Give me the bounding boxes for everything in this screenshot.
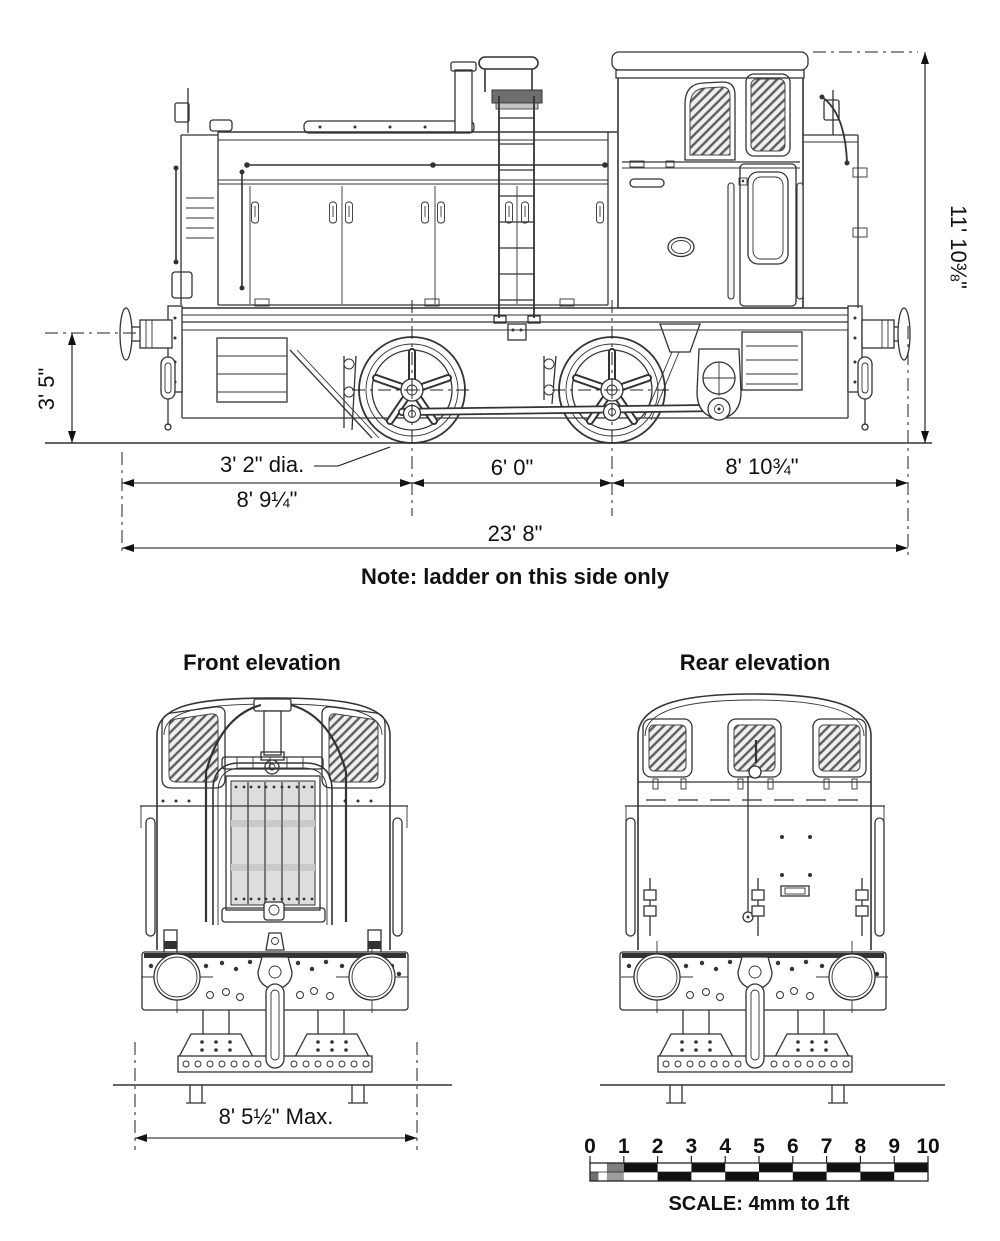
radiator-filler	[253, 698, 292, 775]
rear-panel-bolts	[780, 835, 812, 877]
window-hinge-tabs	[652, 778, 858, 790]
cab-window-front-glass	[689, 86, 731, 156]
rear-undergear	[657, 1010, 853, 1104]
ladder	[491, 89, 543, 324]
cab-door	[738, 163, 797, 307]
dim-front-length-label: 8' 9¼"	[237, 487, 298, 512]
cab-grab-rail-right	[796, 182, 804, 300]
brake-hanger-1	[343, 355, 357, 431]
maker-emblem	[667, 236, 695, 258]
scale-tick-3: 3	[686, 1135, 698, 1158]
uncoupling-rod	[742, 776, 754, 923]
rear-side-handrail-left	[625, 817, 636, 937]
worksplate	[629, 178, 665, 188]
cab-window-rear-frame	[745, 73, 791, 157]
side-hood	[171, 56, 617, 324]
dim-wheelbase-label: 6' 0"	[491, 455, 534, 480]
dim-wheel-dia-label: 3' 2" dia.	[220, 452, 304, 477]
side-elevation: 11' 10⅜" 3' 5" 3' 2" dia. 6' 0"	[34, 51, 971, 589]
filler-cap	[209, 119, 233, 132]
rear-plate	[780, 885, 810, 897]
dim-height-label: 11' 10⅜"	[946, 205, 971, 289]
jackshaft	[696, 348, 742, 421]
side-underframe	[119, 305, 911, 439]
scale-bar-bands	[589, 1162, 929, 1182]
battery-box	[741, 331, 803, 391]
rear-coupling-hook	[737, 956, 773, 1069]
rear-window-left-glass	[648, 724, 687, 772]
scale-tick-6: 6	[787, 1135, 799, 1158]
front-side-handrail-right	[392, 817, 403, 937]
scale-tick-4: 4	[719, 1135, 731, 1158]
rear-buffer	[897, 307, 911, 361]
scale-bar: 0 1 2 3 4 5 6 7 8 9 10	[584, 1135, 940, 1215]
rear-window-center-glass	[733, 724, 776, 772]
front-window-left-frame	[161, 706, 226, 789]
radiator-grille	[221, 775, 326, 923]
window-latch	[748, 765, 762, 779]
scale-tick-marks	[589, 1156, 929, 1163]
dim-buffer-height-label: 3' 5"	[34, 368, 59, 411]
scale-caption: SCALE: 4mm to 1ft	[668, 1193, 849, 1215]
scale-tick-10: 10	[916, 1135, 939, 1158]
rear-side-handrail-right	[874, 817, 885, 937]
dim-rear-length-label: 8' 10¾"	[725, 454, 798, 479]
front-width-dimension: 8' 5½" Max.	[134, 1042, 418, 1150]
cab-grab-rail-left	[727, 182, 735, 300]
scale-tick-9: 9	[888, 1135, 900, 1158]
rear-coupling	[857, 356, 873, 431]
scale-tick-0: 0	[584, 1135, 596, 1158]
brake-hanger-2	[543, 355, 557, 405]
cab-roof	[611, 51, 809, 71]
side-cab	[611, 51, 868, 309]
front-side-handrail-left	[145, 817, 156, 937]
rear-window-right-frame	[812, 718, 867, 778]
front-elevation: Front elevation	[113, 650, 452, 1150]
dim-width-label: 8' 5½" Max.	[219, 1104, 334, 1129]
scale-tick-8: 8	[855, 1135, 867, 1158]
side-steps	[216, 337, 380, 439]
silencer	[450, 56, 539, 133]
rear-buffer-right	[816, 941, 888, 1013]
front-elevation-title: Front elevation	[183, 650, 341, 675]
cab-window-rear-glass	[750, 78, 786, 152]
bonnet-rail-left	[204, 703, 262, 922]
hood-roof-strip	[303, 120, 475, 134]
side-dimensions: 11' 10⅜" 3' 5" 3' 2" dia. 6' 0"	[34, 51, 971, 589]
rear-buffer-left	[621, 941, 693, 1013]
front-bonnet	[212, 756, 333, 925]
front-coupling-hook	[257, 956, 293, 1069]
front-lamp	[171, 271, 193, 299]
scale-tick-2: 2	[652, 1135, 664, 1158]
front-buffer-left	[141, 941, 213, 1013]
scale-tick-1: 1	[618, 1135, 630, 1158]
cab-window-front-frame	[684, 81, 736, 161]
door-handles	[251, 201, 604, 224]
rear-hood	[803, 90, 868, 308]
side-wheels	[358, 336, 742, 444]
rear-window-left-frame	[642, 718, 693, 778]
bonnet-rail-right	[290, 703, 348, 922]
front-window-left-glass	[168, 713, 219, 783]
ladder-note: Note: ladder on this side only	[361, 564, 670, 589]
dim-total-length-label: 23' 8"	[488, 521, 543, 546]
rear-elevation: Rear elevation	[600, 650, 945, 1104]
front-undergear	[177, 1010, 373, 1104]
front-buffer-right	[336, 941, 408, 1013]
scale-tick-7: 7	[821, 1135, 833, 1158]
scale-tick-5: 5	[753, 1135, 765, 1158]
front-buffer	[119, 307, 133, 361]
rear-elevation-title: Rear elevation	[680, 650, 830, 675]
front-window-right-frame	[321, 706, 386, 789]
front-coupling	[160, 356, 176, 431]
rear-window-right-glass	[818, 724, 861, 772]
rear-lamp-irons	[643, 878, 869, 936]
scale-numbers: 0 1 2 3 4 5 6 7 8 9 10	[584, 1135, 940, 1158]
rear-cab-outline	[637, 693, 872, 950]
